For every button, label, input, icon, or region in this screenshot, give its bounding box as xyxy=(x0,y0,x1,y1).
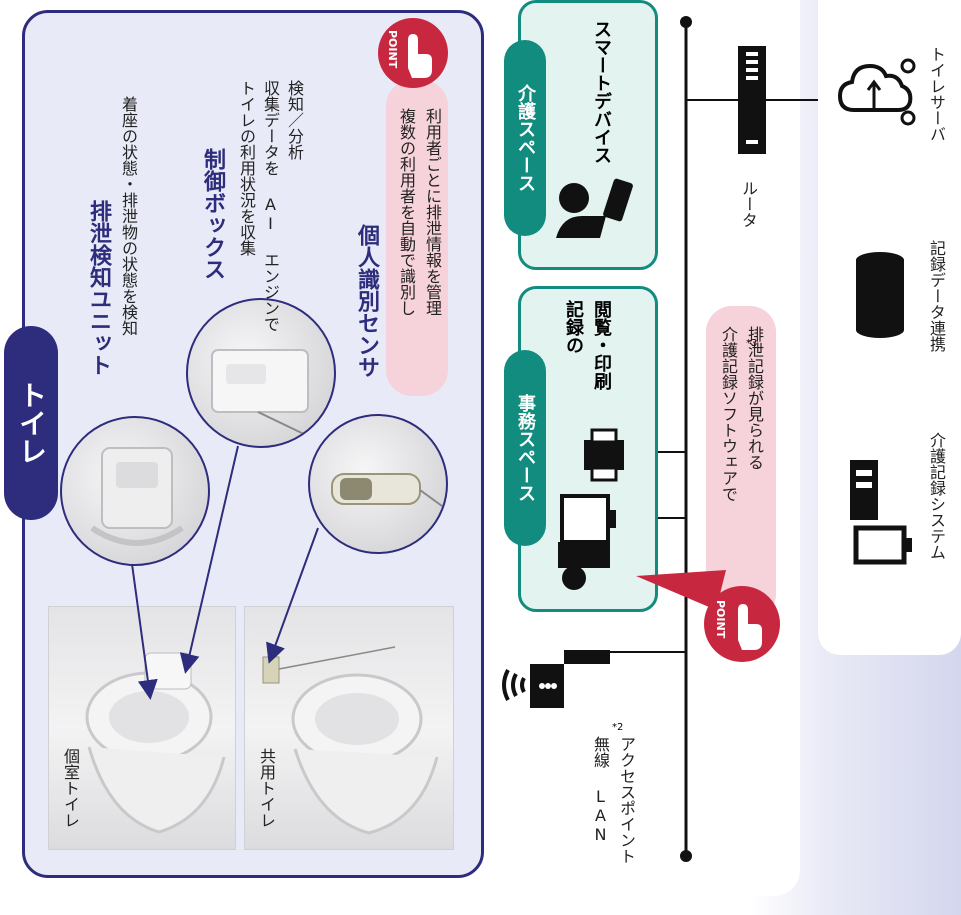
point-pointer xyxy=(636,570,726,610)
printer-icon xyxy=(584,428,624,482)
wireless-label-1: 無線 LAN xyxy=(591,736,610,844)
control-box-closeup xyxy=(186,298,336,448)
data-link-label: 記録データ連携 xyxy=(927,240,946,352)
toilet-server-label: トイレサーバ xyxy=(927,46,946,142)
smart-device-label: スマートデバイス xyxy=(591,20,612,164)
sensor-point-badge: POINT xyxy=(378,18,448,88)
detection-unit-image xyxy=(90,447,184,546)
office-pc-icon xyxy=(558,494,616,590)
hand-point-icon xyxy=(408,34,432,78)
cloud-server-icon xyxy=(837,58,916,126)
person-smartdevice-icon xyxy=(556,178,633,238)
control-title: 制御ボックス xyxy=(200,148,225,280)
sensor-point-desc-2: 利用者ごとに排泄情報を管理 xyxy=(423,108,442,316)
unit-title: 排泄検知ユニット xyxy=(86,200,111,376)
record-label-1: 記録の xyxy=(563,300,584,354)
control-box-image xyxy=(211,349,309,437)
sensor-point-text: POINT xyxy=(386,30,399,69)
detection-unit-closeup xyxy=(60,416,210,566)
router-label: ルータ xyxy=(739,180,758,228)
arrow-control xyxy=(179,445,239,674)
care-space-tab: 介護スペース xyxy=(504,40,546,236)
office-point-desc-1: 介護記録ソフトウェアで xyxy=(719,326,738,502)
office-point-badge: POINT xyxy=(704,586,780,662)
unit-desc: 着座の状態・排泄物の状態を検知 xyxy=(119,96,138,336)
record-label-2: 閲覧・印刷 xyxy=(591,300,612,390)
wireless-ap-icon xyxy=(502,650,610,708)
sensor-title: 個人識別センサ xyxy=(354,224,379,378)
care-system-pc-icon xyxy=(850,460,912,565)
office-point-text: POINT xyxy=(714,600,727,639)
control-desc-1: トイレの利用状況を収集 xyxy=(237,80,256,256)
id-sensor-closeup xyxy=(308,414,448,554)
arrow-sensor xyxy=(266,527,319,664)
sensor-point-box xyxy=(386,80,448,396)
private-toilet-label: 個室トイレ xyxy=(61,748,80,828)
shared-toilet-image xyxy=(262,646,439,835)
arrow-unit xyxy=(131,563,158,700)
office-point-desc-2: 排泄記録が見られる xyxy=(745,326,764,470)
toilet-tab: トイレ xyxy=(4,326,58,520)
database-icon xyxy=(856,252,904,338)
control-desc-2: 収集データを AI エンジンで xyxy=(261,80,280,332)
care-space-title: 介護スペース xyxy=(515,84,536,192)
care-system-label: 介護記録システム xyxy=(927,432,946,560)
wireless-note: *2 xyxy=(612,722,624,733)
shared-toilet-label: 共用トイレ xyxy=(257,748,276,828)
office-space-tab: 事務スペース xyxy=(504,350,546,546)
toilet-title: トイレ xyxy=(15,381,48,465)
office-point-note: *3 xyxy=(746,338,758,349)
wireless-label-2: アクセスポイント xyxy=(617,736,636,864)
sensor-point-desc-1: 複数の利用者を自動で識別し xyxy=(397,108,416,316)
router-icon xyxy=(738,46,766,154)
hand-point-icon-2 xyxy=(738,604,762,650)
office-space-title: 事務スペース xyxy=(515,394,536,502)
id-sensor-image xyxy=(331,473,443,507)
office-point-box xyxy=(706,306,776,620)
control-desc-3: 検知／分析 xyxy=(285,80,304,160)
